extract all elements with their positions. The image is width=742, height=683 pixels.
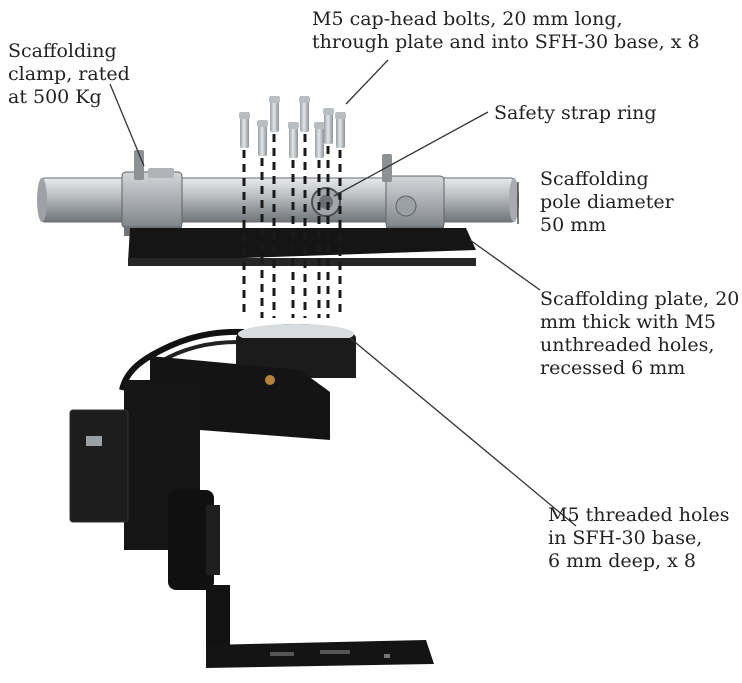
leader-strap bbox=[333, 111, 489, 197]
bolt bbox=[299, 96, 310, 132]
leader-bolts bbox=[345, 59, 389, 105]
cap-head-bolts bbox=[239, 96, 346, 158]
scaffolding-plate bbox=[128, 228, 476, 266]
bolt bbox=[288, 122, 299, 158]
leader-plate bbox=[469, 239, 541, 291]
scaffolding-clamp-right bbox=[382, 154, 445, 234]
scaffolding-pole bbox=[37, 177, 519, 223]
bolt bbox=[269, 96, 280, 132]
safety-strap-ring bbox=[311, 187, 341, 217]
label-bolts: M5 cap-head bolts, 20 mm long, through p… bbox=[312, 8, 700, 53]
label-clamp: Scaffolding clamp, rated at 500 Kg bbox=[8, 40, 130, 108]
label-threaded: M5 threaded holes in SFH-30 base, 6 mm d… bbox=[548, 504, 730, 572]
bolt bbox=[314, 122, 325, 158]
leader-threaded bbox=[349, 337, 577, 527]
label-pole: Scaffolding pole diameter 50 mm bbox=[540, 168, 674, 236]
label-strap: Safety strap ring bbox=[494, 102, 657, 124]
bolt bbox=[257, 120, 268, 156]
sfh-30-head bbox=[69, 324, 434, 668]
bolt bbox=[239, 112, 250, 148]
bolt bbox=[323, 108, 334, 144]
scaffolding-clamp-left bbox=[121, 150, 183, 236]
bolt bbox=[335, 112, 346, 148]
bolt-guide-lines bbox=[242, 134, 342, 318]
leader-lines bbox=[109, 59, 577, 527]
leader-clamp bbox=[109, 83, 145, 167]
label-plate: Scaffolding plate, 20 mm thick with M5 u… bbox=[540, 288, 740, 379]
